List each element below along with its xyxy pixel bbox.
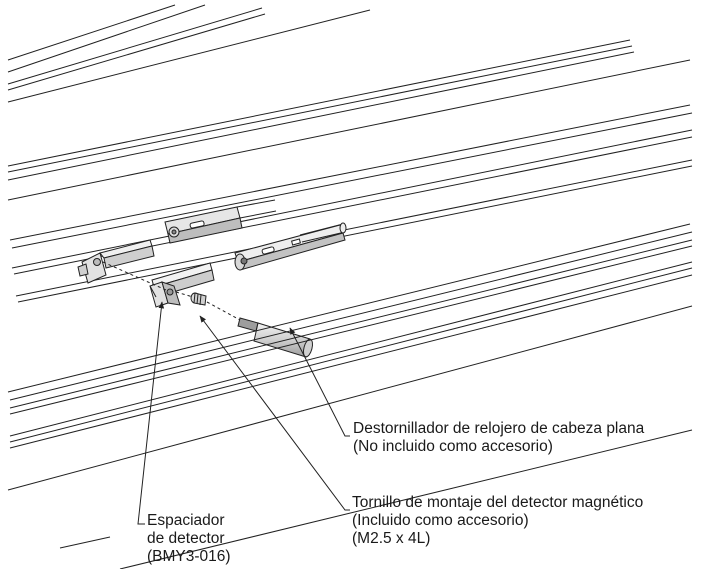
label-screwdriver-line2: (No incluido como accesorio)	[353, 438, 553, 455]
label-screwdriver: Destornillador de relojero de cabeza pla…	[353, 420, 644, 456]
lower-rail-lines	[7, 223, 693, 569]
label-spacer-line3: (BMY3-016)	[147, 548, 231, 565]
detector-spacer	[149, 262, 215, 308]
label-screw-line3: (M2.5 x 4L)	[352, 530, 431, 547]
label-screw-line1: Tornillo de montaje del detector magnéti…	[352, 494, 644, 511]
screwdriver	[237, 317, 314, 358]
label-spacer: Espaciador de detector (BMY3-016)	[147, 512, 231, 566]
upper-slot-lines	[9, 104, 693, 303]
mounting-screw	[190, 292, 207, 306]
slot-spacer	[77, 239, 155, 284]
label-spacer-line1: Espaciador	[147, 512, 225, 529]
label-screw: Tornillo de montaje del detector magnéti…	[352, 494, 643, 548]
installed-detector	[164, 199, 277, 244]
assembly-dashed-lines	[102, 261, 241, 321]
upper-rail-lines	[7, 4, 691, 201]
label-screwdriver-line1: Destornillador de relojero de cabeza pla…	[353, 420, 645, 437]
label-spacer-line2: de detector	[147, 530, 225, 547]
leader-lines	[137, 301, 350, 525]
magnetic-detector	[234, 222, 347, 271]
label-screw-line2: (Incluido como accesorio)	[352, 512, 529, 529]
